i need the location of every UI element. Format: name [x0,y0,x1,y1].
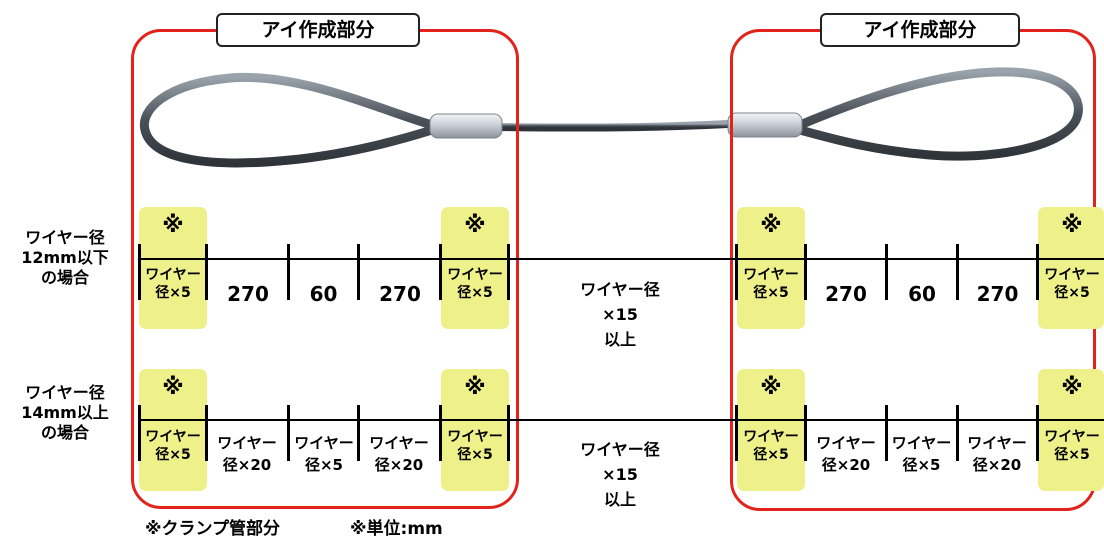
clamp-mark: ※ [1061,375,1083,400]
dimension-tick [357,405,360,461]
row2-label: ワイヤー径 14mm以上 の場合 [21,383,109,442]
dimension-tick [1036,244,1039,300]
right-eye-section-title: アイ作成部分 [820,13,1020,47]
dimension-tick [804,405,807,461]
row1-label: ワイヤー径 12mm以下 の場合 [21,228,109,287]
dimension-tick [885,244,888,300]
row1-segment-value: 270 [379,282,421,306]
dimension-tick [287,405,290,461]
dimension-tick [287,244,290,300]
clamp-highlight [139,207,207,329]
clamp-length-label: ワイヤー 径×5 [743,429,799,463]
dimension-tick [357,244,360,300]
dimension-tick [439,405,442,461]
row1-segment-value: 270 [825,282,867,306]
right-eye-loop [795,67,1083,161]
row2-middle-span: ワイヤー径 ×15 以上 [580,440,660,509]
row1-segment-value: 60 [309,282,338,306]
clamp-note: ※クランプ管部分 [145,519,281,539]
dimension-tick [735,244,738,300]
clamp-mark: ※ [162,213,184,238]
clamp-mark: ※ [464,213,486,238]
clamp-highlight [139,369,207,491]
dimension-tick [507,405,510,461]
clamp-mark: ※ [464,375,486,400]
dimension-tick [439,244,442,300]
dimension-tick [735,405,738,461]
clamp-highlight [737,207,805,329]
unit-note: ※単位:mm [350,519,443,539]
clamp-length-label: ワイヤー 径×5 [145,267,201,301]
dimension-tick [885,405,888,461]
row1-segment-value: 270 [976,282,1019,306]
right-clamp [727,112,803,138]
clamp-length-label: ワイヤー 径×5 [145,429,201,463]
left-eye-loop [139,72,437,168]
row2-dimension-line [139,419,1104,421]
dimension-tick [138,405,141,461]
clamp-length-label: ワイヤー 径×5 [743,267,799,301]
row1-middle-span: ワイヤー径 ×15 以上 [580,280,660,349]
clamp-mark: ※ [1061,213,1083,238]
dimension-tick [507,244,510,300]
dimension-tick [956,244,959,300]
dimension-tick [1036,405,1039,461]
clamp-mark: ※ [162,375,184,400]
clamp-highlight [737,369,805,491]
center-rope [499,120,729,132]
clamp-highlight [1038,207,1104,329]
clamp-highlight [441,207,509,329]
dimension-tick [956,405,959,461]
clamp-mark: ※ [760,213,782,238]
row1-segment-value: 270 [227,282,269,306]
row2-segment-value: ワイヤー 径×5 [891,434,952,474]
clamp-length-label: ワイヤー 径×5 [447,267,503,301]
dimension-tick [138,244,141,300]
dimension-tick [205,405,208,461]
clamp-length-label: ワイヤー 径×5 [447,429,503,463]
left-clamp [429,113,503,139]
dimension-tick [804,244,807,300]
clamp-highlight [1038,369,1104,491]
row2-segment-value: ワイヤー 径×20 [816,434,876,474]
left-eye-section-title: アイ作成部分 [216,13,420,47]
row2-segment-value: ワイヤー 径×20 [369,434,429,474]
clamp-mark: ※ [760,375,782,400]
dimension-tick [205,244,208,300]
clamp-length-label: ワイヤー 径×5 [1044,267,1100,301]
row2-segment-value: ワイヤー 径×20 [217,434,277,474]
row1-segment-value: 60 [908,282,936,306]
row2-segment-value: ワイヤー 径×5 [294,434,354,474]
row2-segment-value: ワイヤー 径×20 [967,434,1027,474]
row1-dimension-line [139,258,1104,260]
clamp-highlight [441,369,509,491]
clamp-length-label: ワイヤー 径×5 [1044,429,1100,463]
